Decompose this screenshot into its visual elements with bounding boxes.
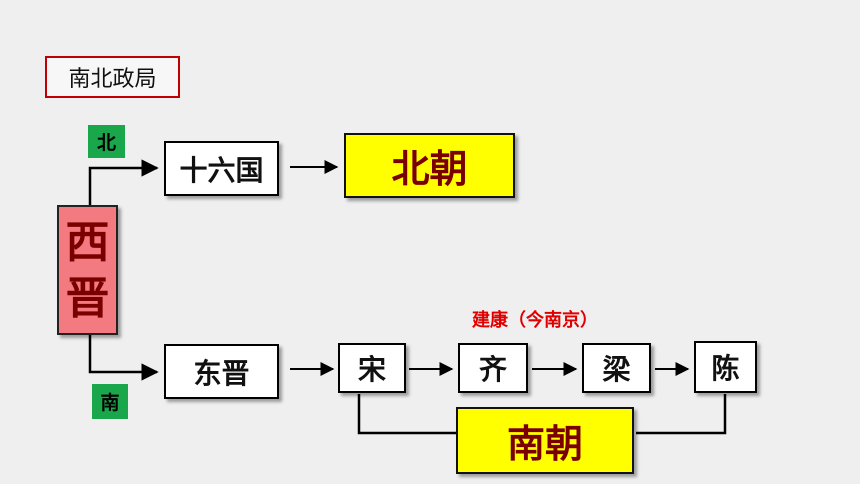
- south-branch-arrow: [88, 335, 159, 381]
- northern-dynasties-box: 北朝: [344, 133, 515, 198]
- southern-dynasties-box: 南朝: [456, 407, 634, 474]
- slide-title: 南北政局: [45, 56, 180, 98]
- liang-box: 梁: [582, 343, 651, 393]
- chen-box: 陈: [694, 341, 757, 393]
- north-branch-arrow: [88, 159, 159, 205]
- western-jin-box: 西晋: [57, 205, 118, 335]
- capital-note: 建康（今南京）: [472, 310, 598, 331]
- southern-dynasties-bracket-left: [357, 394, 456, 435]
- eastern-jin-box: 东晋: [164, 344, 279, 399]
- north-tag: 北: [88, 125, 125, 158]
- southern-dynasties-bracket-right: [636, 394, 727, 435]
- south-tag: 南: [92, 384, 128, 419]
- sixteen-kingdoms-box: 十六国: [164, 141, 279, 196]
- qi-box: 齐: [458, 343, 528, 393]
- song-box: 宋: [338, 343, 406, 393]
